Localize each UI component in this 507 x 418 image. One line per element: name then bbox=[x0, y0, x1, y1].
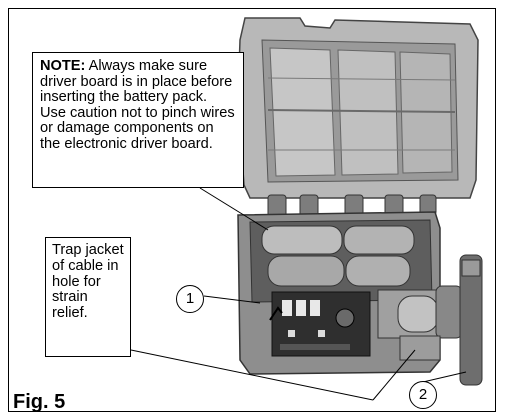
trap-callout: Trap jacket of cable in hole for strain … bbox=[45, 237, 131, 357]
part-marker-1: 1 bbox=[176, 285, 204, 313]
note-heading: NOTE: bbox=[40, 58, 86, 74]
battery-pack bbox=[261, 225, 415, 287]
cable-gland bbox=[377, 254, 483, 386]
figure-frame bbox=[8, 8, 496, 412]
note-body: Always make sure driver board is in plac… bbox=[40, 58, 235, 152]
part-marker-2: 2 bbox=[409, 381, 437, 409]
lid-hinges bbox=[267, 194, 437, 218]
note-callout: NOTE: Always make sure driver board is i… bbox=[32, 52, 244, 188]
driver-board bbox=[271, 291, 371, 357]
enclosure-lid bbox=[237, 17, 479, 199]
leader-lines bbox=[130, 187, 467, 401]
figure-label: Fig. 5 bbox=[13, 391, 66, 413]
